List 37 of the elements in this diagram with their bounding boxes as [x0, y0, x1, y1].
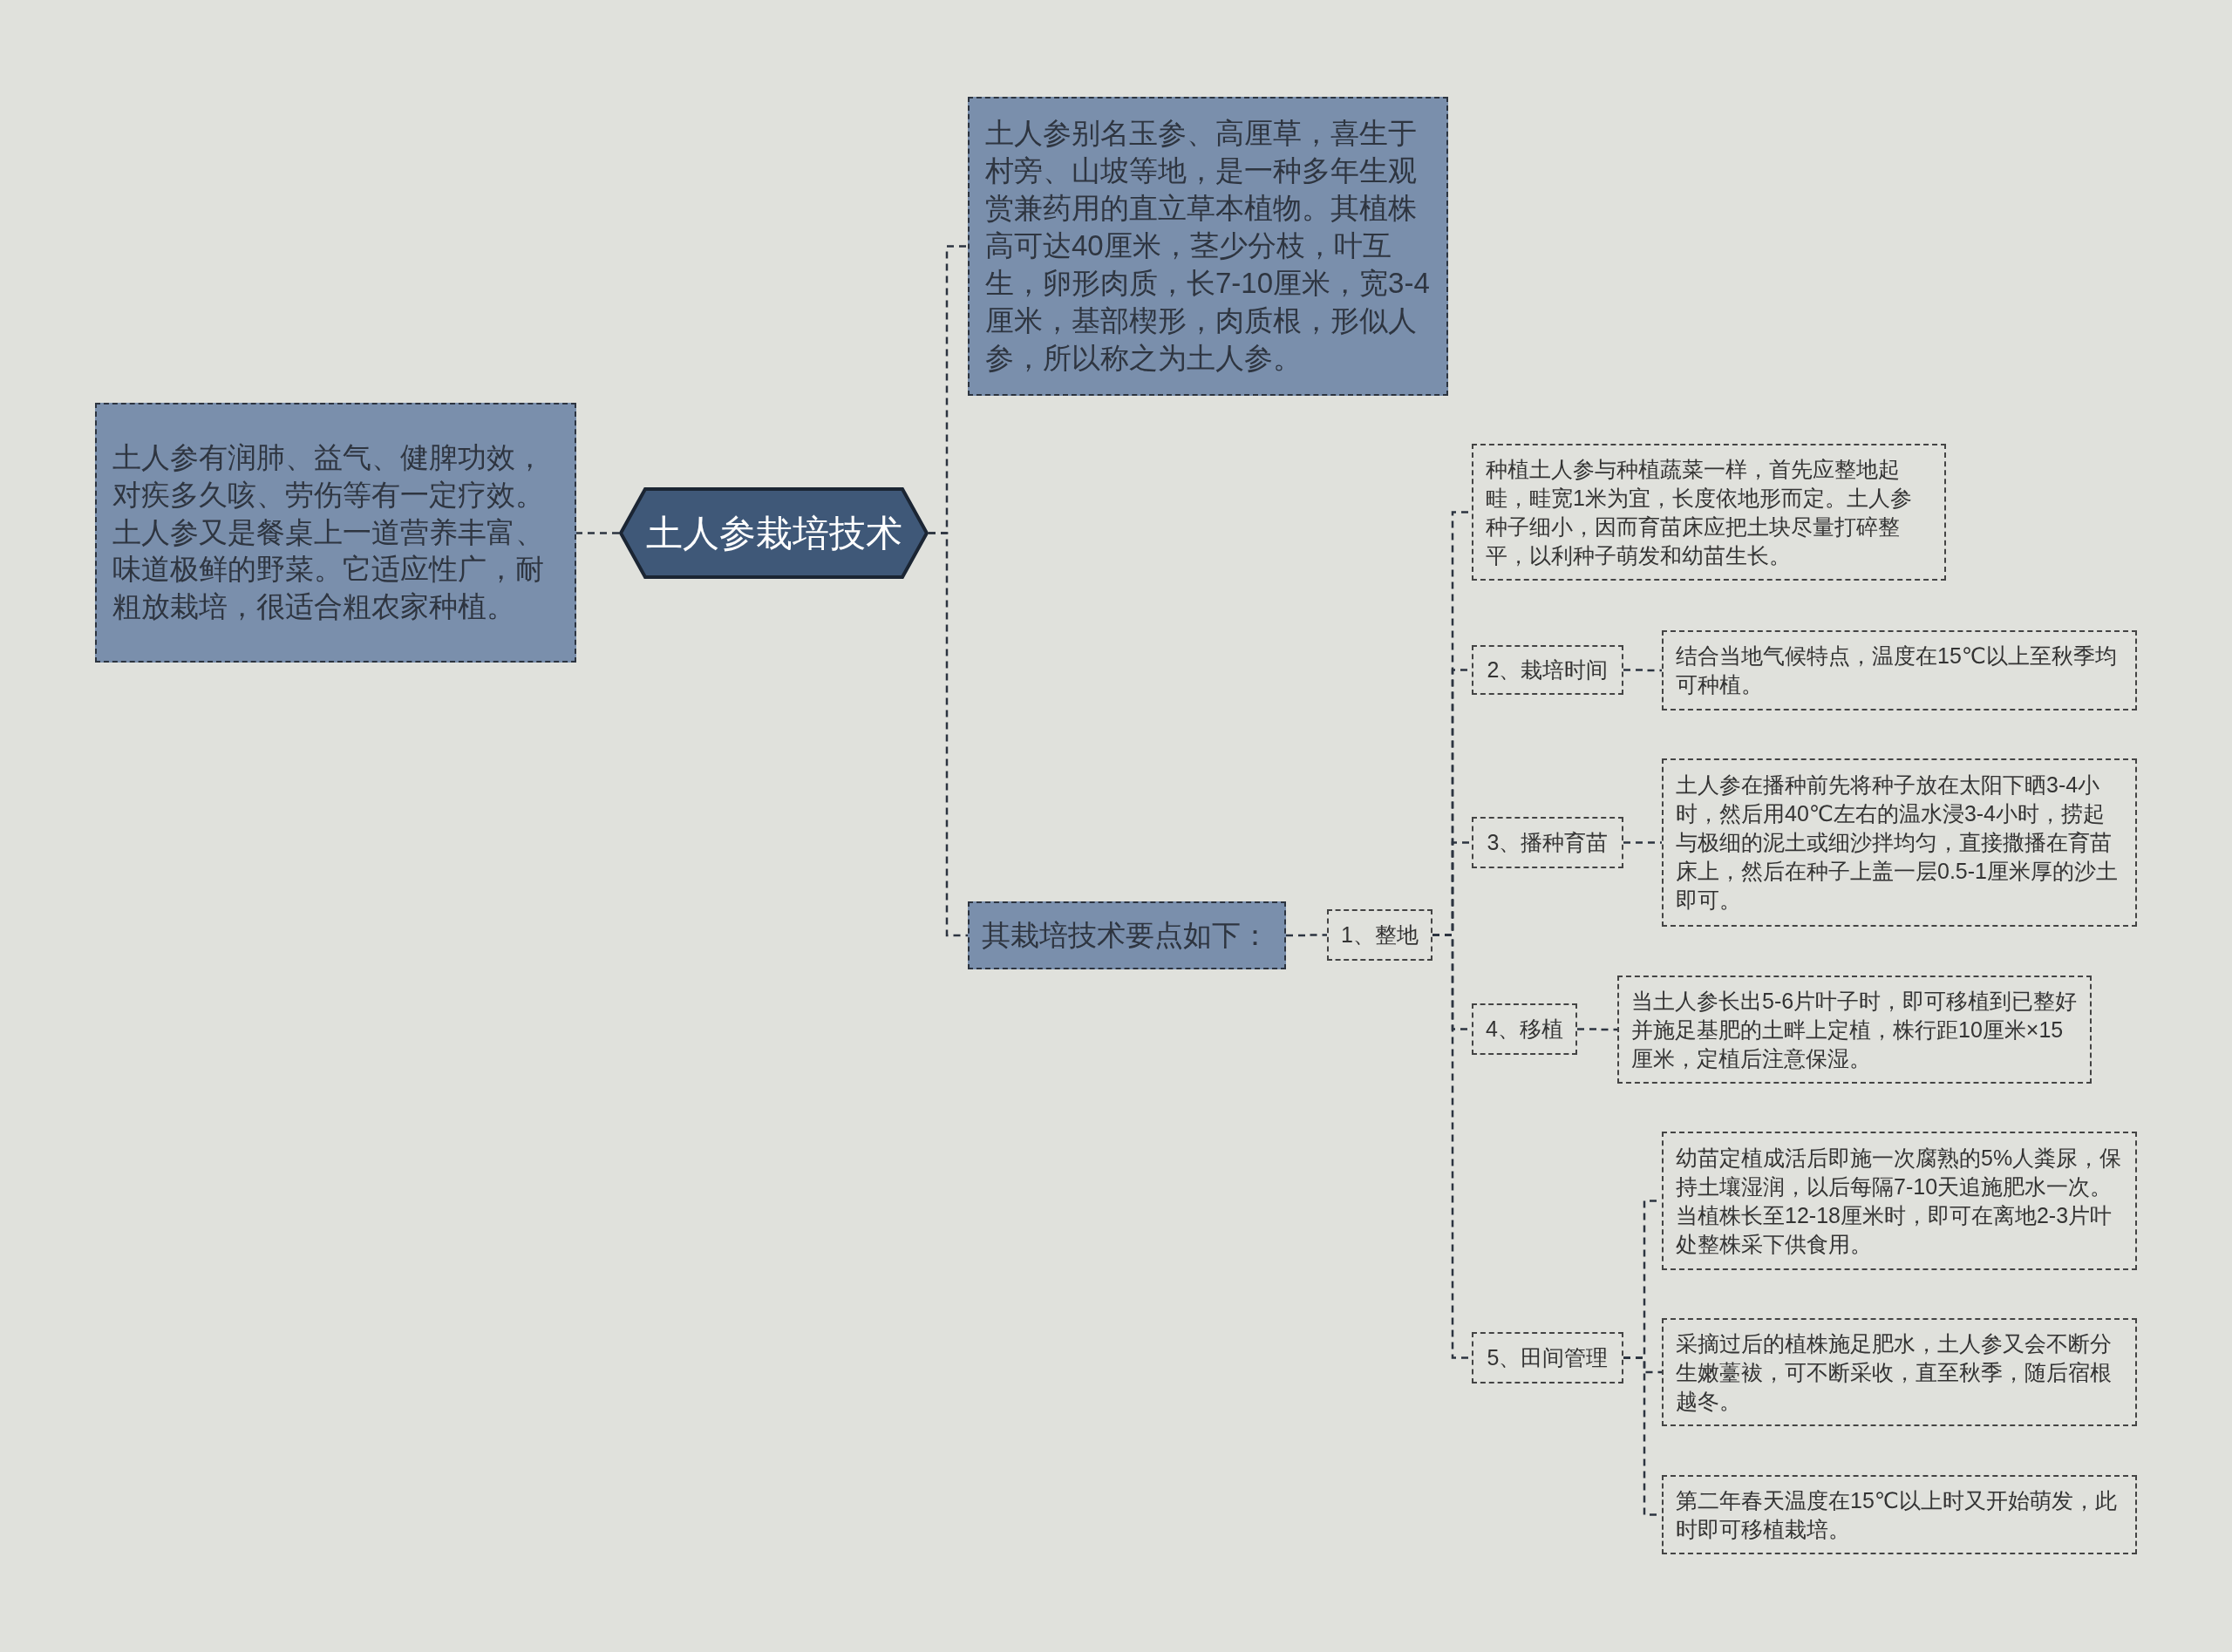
topic-label: 5、田间管理 [1487, 1344, 1609, 1371]
note-text: 其栽培技术要点如下： [982, 917, 1269, 953]
connector-line [576, 532, 619, 534]
connector-line [1577, 1028, 1617, 1031]
topic-label: 1、整地 [1341, 921, 1419, 948]
note-box [1472, 444, 1946, 581]
topic-box [1472, 1003, 1577, 1055]
topic-box [1472, 1332, 1623, 1383]
note-box [968, 97, 1448, 396]
topic-box [1327, 909, 1432, 961]
central-topic-text: 土人参栽培技术 [645, 511, 902, 555]
connector-line [1286, 934, 1327, 937]
topic-box [1472, 817, 1623, 868]
note-text: 土人参有润肺、益气、健脾功效，对疾多久咳、劳伤等有一定疗效。土人参又是餐桌上一道营养丰富、味道极鲜的野菜。它适应性广，耐粗放栽培，很适合粗农家种植。 [112, 439, 545, 625]
connector-line [1623, 669, 1662, 672]
note-text: 土人参在播种前先将种子放在太阳下晒3-4小时，然后用40℃左右的温水浸3-4小时，捞起与极细的泥土或细沙拌均匀，直接撒播在育苗床上，然后在种子上盖一层0.5-1厘米厚的沙土即可。 [1676, 772, 2119, 914]
note-text: 第二年春天温度在15℃以上时又开始萌发，此时即可移植栽培。 [1676, 1486, 2118, 1543]
topic-box [1472, 645, 1623, 695]
note-text: 土人参别名玉参、高厘草，喜生于村旁、山坡等地，是一种多年生观赏兼药用的直立草本植物。其植株高可达40厘米，茎少分枝，叶互生，卵形肉质，长7-10厘米，宽3-4厘米，基部楔形，肉质根，形似人参，所以称之为土人参。 [985, 116, 1431, 376]
note-box [1617, 976, 2092, 1084]
note-box [968, 901, 1286, 969]
connector-line [1623, 841, 1662, 844]
topic-label: 2、栽培时间 [1487, 656, 1609, 683]
topic-label: 3、播种育苗 [1487, 829, 1609, 856]
note-box [1662, 1475, 2137, 1554]
topic-label: 4、移植 [1486, 1016, 1563, 1043]
note-box [1662, 758, 2137, 927]
note-text: 采摘过后的植株施足肥水，土人参又会不断分生嫩薹袚，可不断采收，直至秋季，随后宿根越冬。 [1676, 1329, 2113, 1415]
note-text: 种植土人参与种植蔬菜一样，首先应整地起畦，畦宽1米为宜，长度依地形而定。土人参种子细小，因而育苗床应把土块尽量打碎整平，以利种子萌发和幼苗生长。 [1486, 455, 1913, 569]
note-box [1662, 630, 2137, 710]
note-text: 结合当地气候特点，温度在15℃以上至秋季均可种植。 [1676, 642, 2118, 698]
note-text: 幼苗定植成活后即施一次腐熟的5%人粪尿，保持土壤湿润，以后每隔7-10天追施肥水一次。当植株长至12-18厘米时，即可在离地2-3片叶处整株采下供食用。 [1676, 1144, 2123, 1258]
note-box [95, 403, 576, 663]
note-box [1662, 1318, 2137, 1426]
note-box [1662, 1132, 2137, 1270]
connector-line [929, 532, 968, 937]
note-text: 当土人参长出5-6片叶子时，即可移植到已整好并施足基肥的土畔上定植，株行距10厘米×15厘米，定植后注意保湿。 [1631, 987, 2078, 1072]
